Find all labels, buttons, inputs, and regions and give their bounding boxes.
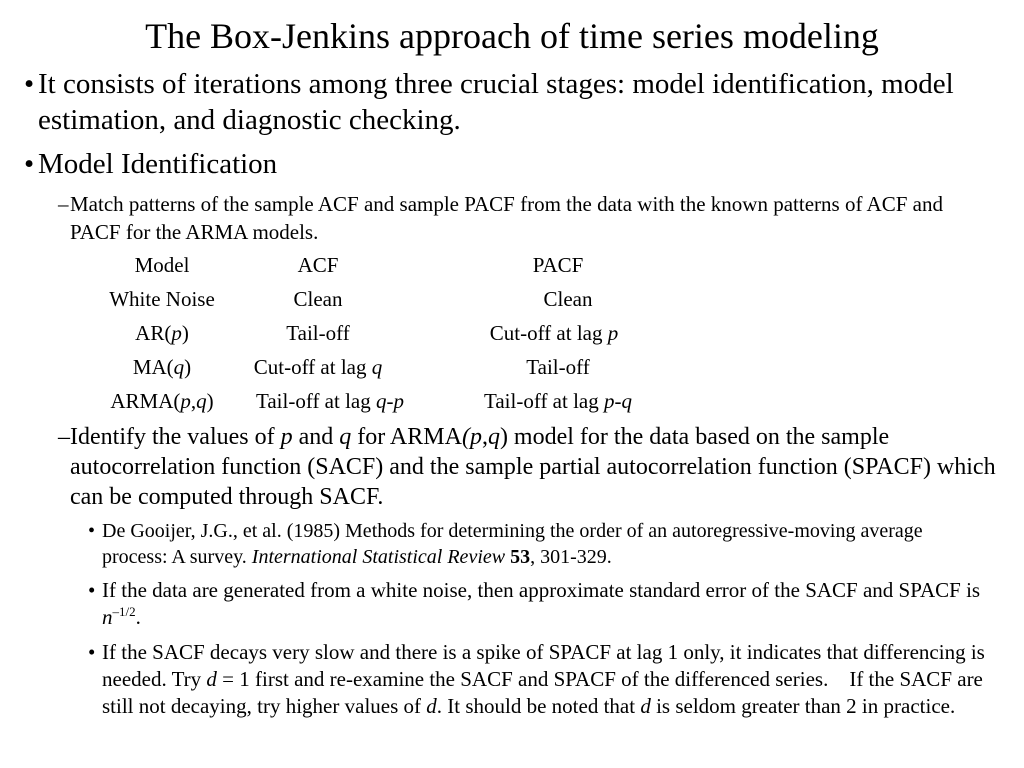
journal-name: International Statistical Review xyxy=(251,546,506,568)
model-text: MA( xyxy=(132,355,174,379)
text-run: If the SACF decays very slow and there i… xyxy=(102,640,991,691)
note-text: If the SACF decays very slow and there i… xyxy=(102,639,988,720)
text-run: , 301-329. xyxy=(530,546,612,568)
table-row-arma: ARMA(p,q) Tail-off at lag q-p Tail-off a… xyxy=(0,386,1024,416)
dash-marker: – xyxy=(58,424,70,450)
note-text: If the data are generated from a white n… xyxy=(102,577,988,631)
var-p: p xyxy=(469,424,482,450)
var-n: n xyxy=(102,605,113,629)
cell-acf: Tail-off xyxy=(286,321,350,345)
text-run: . xyxy=(135,605,141,629)
bullet-model-identification: • Model Identification xyxy=(24,146,1004,182)
bullet-marker: • xyxy=(88,578,96,602)
acf-text: Tail-off at lag xyxy=(255,389,376,413)
table-row-ma: MA(q) Cut-off at lag q Tail-off xyxy=(0,352,1024,382)
table-row-ar: AR(p) Tail-off Cut-off at lag p xyxy=(0,318,1024,348)
cell-pacf: Clean xyxy=(543,287,593,311)
var-q: q xyxy=(487,424,500,450)
header-acf: ACF xyxy=(297,253,339,277)
model-text: ) xyxy=(184,355,192,379)
acf-text: Cut-off at lag xyxy=(253,355,372,379)
acf-var: q xyxy=(371,355,383,379)
text-run: is seldom greater than 2 in practice. xyxy=(650,694,956,718)
reference-text: De Gooijer, J.G., et al. (1985) Methods … xyxy=(102,518,988,570)
model-var: p xyxy=(171,321,182,345)
text-run: ) model for the data based on the sample… xyxy=(70,424,996,510)
table-header-row: Model ACF PACF xyxy=(0,250,1024,280)
sub-bullet-match-patterns: – Match patterns of the sample ACF and s… xyxy=(58,190,998,246)
reference-de-gooijer: • De Gooijer, J.G., et al. (1985) Method… xyxy=(88,518,988,570)
cell-model: ARMA(p,q) xyxy=(82,386,242,416)
table-row-white-noise: White Noise Clean Clean xyxy=(0,284,1024,314)
text-run: If the data are generated from a white n… xyxy=(102,578,981,602)
bullet-marker: • xyxy=(24,148,35,180)
model-text: , xyxy=(190,389,197,413)
var-q: q xyxy=(339,424,352,450)
pacf-text: Tail-off at lag xyxy=(483,389,604,413)
bullet-iterations: • It consists of iterations among three … xyxy=(24,66,1004,138)
text-run: and xyxy=(292,424,340,450)
header-pacf: PACF xyxy=(532,253,584,277)
cell-pacf: Cut-off at lag p xyxy=(444,318,664,348)
model-text: ) xyxy=(181,321,189,345)
text-run: Identify the values of xyxy=(70,424,281,450)
model-var: p xyxy=(180,389,191,413)
note-differencing: • If the SACF decays very slow and there… xyxy=(88,639,988,720)
text-run: for ARMA xyxy=(351,424,462,450)
cell-model: AR(p) xyxy=(82,318,242,348)
bullet-text: Model Identification xyxy=(38,148,278,180)
sub-bullet-text: Identify the values of p and q for ARMA(… xyxy=(70,422,998,512)
acf-var: q-p xyxy=(376,389,404,413)
sub-bullet-text: Match patterns of the sample ACF and sam… xyxy=(70,192,943,244)
note-standard-error: • If the data are generated from a white… xyxy=(88,577,988,631)
bullet-marker: • xyxy=(24,68,35,100)
text-run: ( xyxy=(461,424,470,450)
bullet-marker: • xyxy=(88,640,96,664)
model-text: AR( xyxy=(135,321,172,345)
exponent: –1/2 xyxy=(112,604,136,619)
cell-acf: Cut-off at lag q xyxy=(228,352,408,382)
bullet-marker: • xyxy=(88,520,96,542)
slide-title: The Box-Jenkins approach of time series … xyxy=(145,16,879,56)
text-run: . It should be noted that xyxy=(436,694,641,718)
var-d: d xyxy=(640,694,651,718)
var-d: d xyxy=(206,667,217,691)
pacf-var: p xyxy=(607,321,619,345)
cell-model: White Noise xyxy=(109,287,215,311)
dash-marker: – xyxy=(58,192,69,216)
cell-model: MA(q) xyxy=(82,352,242,382)
text-run: De Gooijer, J.G., et al. (1985) Methods … xyxy=(102,520,923,568)
model-text: ) xyxy=(206,389,214,413)
header-model: Model xyxy=(134,253,190,277)
var-d: d xyxy=(426,694,437,718)
cell-acf: Clean xyxy=(293,287,343,311)
pacf-var: p-q xyxy=(604,389,632,413)
model-var: q xyxy=(173,355,185,379)
cell-acf: Tail-off at lag q-p xyxy=(240,386,420,416)
model-text: ARMA( xyxy=(110,389,181,413)
bullet-text: It consists of iterations among three cr… xyxy=(38,68,954,136)
model-var: q xyxy=(196,389,207,413)
text-run: , xyxy=(481,424,488,450)
sub-bullet-identify-values: – Identify the values of p and q for ARM… xyxy=(58,422,998,512)
volume-number: 53 xyxy=(510,546,531,568)
text-run: = 1 first and re-examine the SACF and SP… xyxy=(102,667,989,718)
cell-pacf: Tail-off at lag p-q xyxy=(448,386,668,416)
pacf-text: Cut-off at lag xyxy=(489,321,608,345)
cell-pacf: Tail-off xyxy=(526,355,590,379)
var-p: p xyxy=(280,424,293,450)
